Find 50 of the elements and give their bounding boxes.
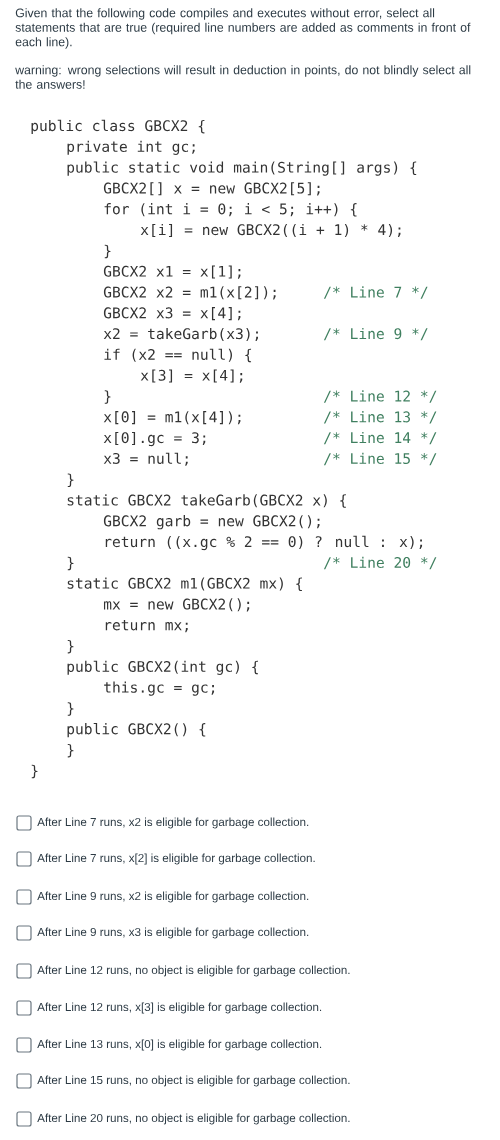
code-line: static GBCX2 m1(GBCX2 mx) {: [67, 577, 302, 591]
option-text: After Line 9 runs, x2 is eligible for garbage collection.: [37, 891, 309, 903]
option-text: After Line 12 runs, no object is eligible for garbage collection.: [37, 965, 350, 977]
code-line: GBCX2 garb = new GBCX2();: [103, 515, 320, 530]
option-text: After Line 12 runs, x[3] is eligible for garbage collection.: [37, 1002, 322, 1014]
code-line: }: [104, 390, 111, 404]
code-line: }: [31, 764, 38, 779]
option-text: After Line 20 runs, no object is eligible for garbage collection.: [37, 1113, 350, 1125]
code-comment: /* Line 13 */: [323, 411, 437, 424]
code-line: public static void main(String[] args) {: [67, 161, 417, 176]
code-line: x[0] = m1(x[4]);: [103, 411, 241, 425]
option-text: After Line 13 runs, x[0] is eligible for garbage collection.: [37, 1039, 322, 1051]
code-line: }: [67, 702, 74, 716]
code-line: static GBCX2 takeGarb(GBCX2 x) {: [67, 494, 346, 508]
code-line: }: [67, 639, 74, 654]
code-comment: /* Line 7 */: [323, 286, 428, 299]
code-line: return ((x.gc % 2 == 0) ? null : x);: [105, 535, 423, 551]
code-line: mx = new GBCX2();: [104, 598, 250, 612]
option-text: After Line 9 runs, x3 is eligible for garbage collection.: [37, 927, 309, 939]
code-comment: /* Line 9 */: [323, 327, 428, 341]
code-line: }: [67, 473, 74, 487]
code-line: }: [67, 743, 74, 758]
code-line: }: [104, 244, 111, 259]
instruction-text: warning: wrong selections will result in deduction in points, do not blindly select all the answers!: [15, 65, 471, 89]
code-line: for (int i = 0; i < 5; i++) {: [104, 203, 357, 217]
code-line: x[i] = new GBCX2((i + 1) * 4);: [140, 223, 401, 238]
code-line: private int gc;: [67, 140, 195, 155]
code-line: GBCX2[] x = new GBCX2[5];: [103, 182, 320, 196]
option-text: After Line 7 runs, x2 is eligible for garbage collection.: [37, 817, 309, 829]
code-comment: /* Line 14 */: [323, 431, 437, 445]
code-line: GBCX2 x2 = m1(x[2]);: [103, 286, 276, 300]
code-line: x[3] = x[4];: [140, 369, 243, 383]
option-text: After Line 15 runs, no object is eligible for garbage collection.: [37, 1075, 350, 1087]
code-line: x[0].gc = 3;: [103, 431, 206, 447]
code-comment: /* Line 20 */: [323, 556, 437, 570]
code-line: GBCX2 x1 = x[1];: [103, 265, 241, 279]
code-line: return mx;: [105, 619, 188, 633]
code-line: if (x2 == null) {: [104, 348, 252, 363]
code-line: this.gc = gc;: [104, 681, 215, 696]
code-comment: /* Line 15 */: [323, 452, 437, 466]
code-comment: /* Line 12 */: [323, 390, 437, 403]
code-line: }: [67, 556, 74, 571]
code-line: public class GBCX2 {: [31, 119, 205, 135]
option-text: After Line 7 runs, x[2] is eligible for garbage collection.: [37, 853, 315, 865]
code-line: GBCX2 x3 = x[4];: [103, 307, 241, 321]
code-line: public GBCX2(int gc) {: [67, 660, 258, 675]
code-line: x3 = null;: [103, 452, 188, 466]
code-line: public GBCX2() {: [67, 723, 206, 738]
instruction-text: Given that the following code compiles and executes without error, select all statements that are true (required line numbers are added as comments in front of each line).: [15, 8, 471, 49]
code-line: x2 = takeGarb(x3);: [103, 327, 258, 342]
